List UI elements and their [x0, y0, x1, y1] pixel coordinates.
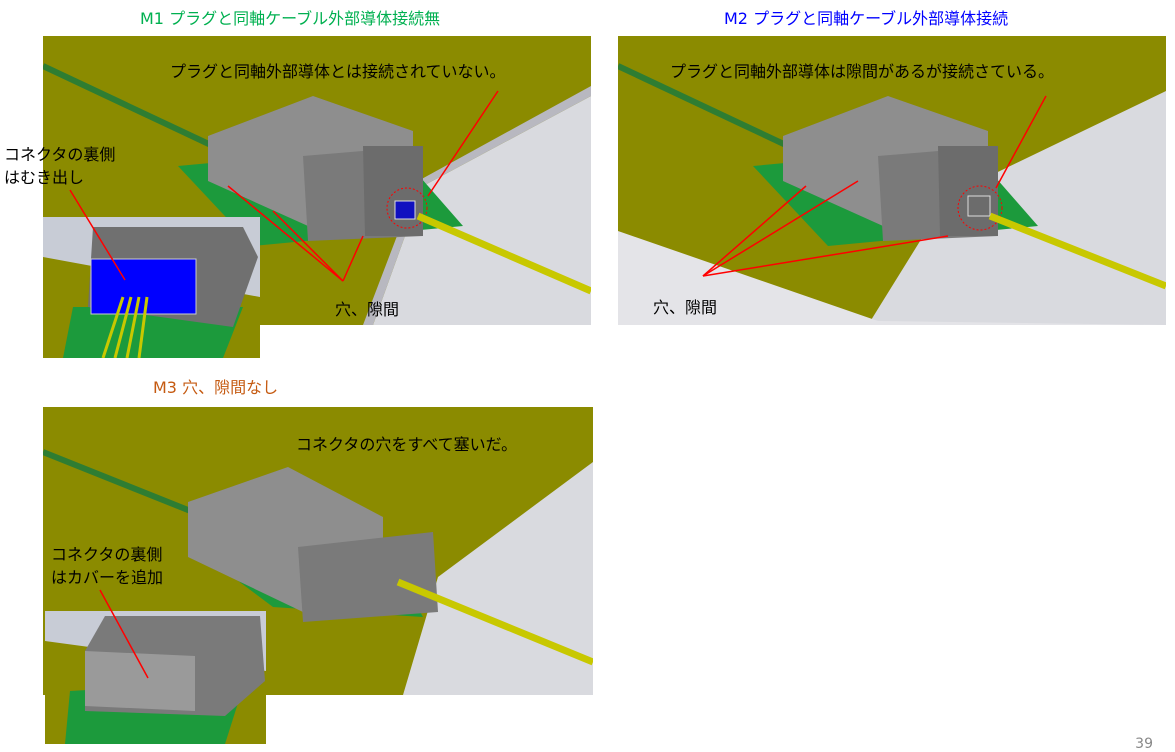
m3-inset-note: コネクタの裏側はカバーを追加	[51, 543, 163, 589]
m2-note: プラグと同軸外部導体は隙間があるが接続さている。	[670, 62, 1055, 81]
m3-title: M3 穴、隙間なし	[153, 378, 279, 397]
m1-scene	[43, 63, 591, 325]
m3-note: コネクタの穴をすべて塞いだ。	[296, 435, 518, 454]
m1-inset-note-line2: はむき出し	[4, 168, 85, 187]
m2-title: M2 プラグと同軸ケーブル外部導体接続	[724, 9, 1009, 28]
m1-note: プラグと同軸外部導体とは接続されていない。	[170, 62, 506, 81]
m3-inset-note-line1: コネクタの裏側	[51, 545, 163, 564]
m1-inset-note: コネクタの裏側はむき出し	[4, 143, 115, 189]
m2-hole-label: 穴、隙間	[653, 298, 718, 317]
m1-hole-label: 穴、隙間	[335, 300, 400, 319]
m1-inset	[43, 217, 260, 358]
m3-scene	[43, 449, 593, 695]
m3-inset-note-line2: はカバーを追加	[51, 568, 164, 587]
m3-inset	[45, 611, 266, 744]
m2-render: プラグと同軸外部導体は隙間があるが接続さている。 穴、隙間	[618, 36, 1166, 325]
m1-inset-note-line1: コネクタの裏側	[4, 145, 116, 164]
m2-scene	[618, 63, 1166, 325]
m1-title: M1 プラグと同軸ケーブル外部導体接続無	[140, 9, 441, 28]
m1-render: プラグと同軸外部導体とは接続されていない。 穴、隙間	[43, 36, 591, 325]
page-number: 39	[1135, 736, 1153, 752]
